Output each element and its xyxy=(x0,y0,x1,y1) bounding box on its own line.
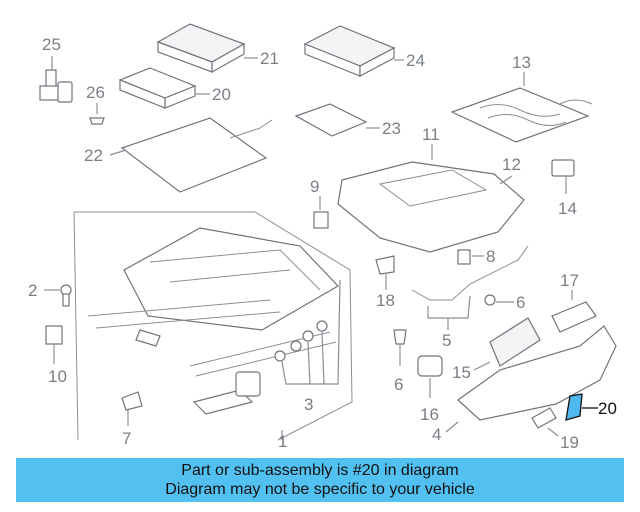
callout-7: 8 xyxy=(486,247,495,266)
callout-9: 7 xyxy=(122,429,131,448)
info-banner: Part or sub-assembly is #20 in diagram D… xyxy=(16,458,624,502)
part-26-bracket xyxy=(39,56,73,103)
part-27-clip xyxy=(89,103,105,125)
callout-14: 13 xyxy=(512,53,531,72)
part-7-clip xyxy=(457,249,484,265)
callout-20-highlighted: 20 xyxy=(598,399,617,418)
part-18-switch xyxy=(551,290,597,333)
callout-5: 5 xyxy=(442,331,451,350)
callout-26: 25 xyxy=(42,35,61,54)
part-15-connector xyxy=(551,159,575,194)
banner-line-1: Part or sub-assembly is #20 in diagram xyxy=(181,462,459,479)
callout-labels: 25 26 21 24 20 13 22 23 11 12 14 9 8 17 … xyxy=(28,35,617,452)
part-23-sensor-mat xyxy=(109,117,273,193)
part-12-13-seat-cushion xyxy=(337,144,525,253)
callout-2: 2 xyxy=(28,281,37,300)
part-21-module xyxy=(118,67,210,109)
callout-10: 9 xyxy=(310,177,319,196)
callout-11: 18 xyxy=(376,291,395,310)
callout-15: 14 xyxy=(558,199,577,218)
part-4-side-trim xyxy=(445,325,617,433)
part-9-cap xyxy=(121,391,143,426)
callout-1: 1 xyxy=(278,432,287,451)
callout-16: 15 xyxy=(452,363,471,382)
part-2-screw xyxy=(44,284,72,307)
callout-6-upper: 6 xyxy=(516,293,525,312)
callout-3: 3 xyxy=(304,395,313,414)
callout-18: 17 xyxy=(560,271,579,290)
part-25-control-module xyxy=(303,25,404,77)
callout-12: 11 xyxy=(422,125,440,144)
part-6-bolt-upper xyxy=(484,294,514,306)
callout-4: 4 xyxy=(432,425,441,444)
part-22-control-module xyxy=(156,23,258,74)
part-8-cover xyxy=(45,325,63,364)
callout-17: 16 xyxy=(420,405,439,424)
part-5-harness xyxy=(411,245,529,330)
part-16-motor-assembly xyxy=(473,317,541,371)
part-1-seat-frame xyxy=(73,211,353,441)
callout-8: 10 xyxy=(48,367,67,386)
banner-line-2: Diagram may not be specific to your vehi… xyxy=(165,481,475,498)
part-24-bracket xyxy=(294,103,380,137)
part-6-bolt-lower xyxy=(393,329,407,366)
callout-13: 12 xyxy=(502,155,521,174)
callout-27: 26 xyxy=(86,83,105,102)
callout-22: 21 xyxy=(260,49,279,68)
part-11-clip xyxy=(375,255,395,290)
callout-19: 19 xyxy=(560,433,579,452)
callout-23: 22 xyxy=(84,146,103,165)
part-10-clip xyxy=(313,196,329,229)
callout-21: 20 xyxy=(212,85,231,104)
part-3-fasteners xyxy=(274,279,341,385)
part-17-motor xyxy=(417,355,443,398)
callout-6-lower: 6 xyxy=(394,375,403,394)
part-19-knob xyxy=(531,407,559,437)
callout-25: 24 xyxy=(406,51,425,70)
part-20-highlighted-knob[interactable] xyxy=(565,393,598,421)
seat-parts-diagram: 25 26 21 24 20 13 22 23 11 12 14 9 8 17 … xyxy=(28,23,617,452)
callout-24: 23 xyxy=(382,119,401,138)
part-14-heater-element xyxy=(450,72,593,143)
